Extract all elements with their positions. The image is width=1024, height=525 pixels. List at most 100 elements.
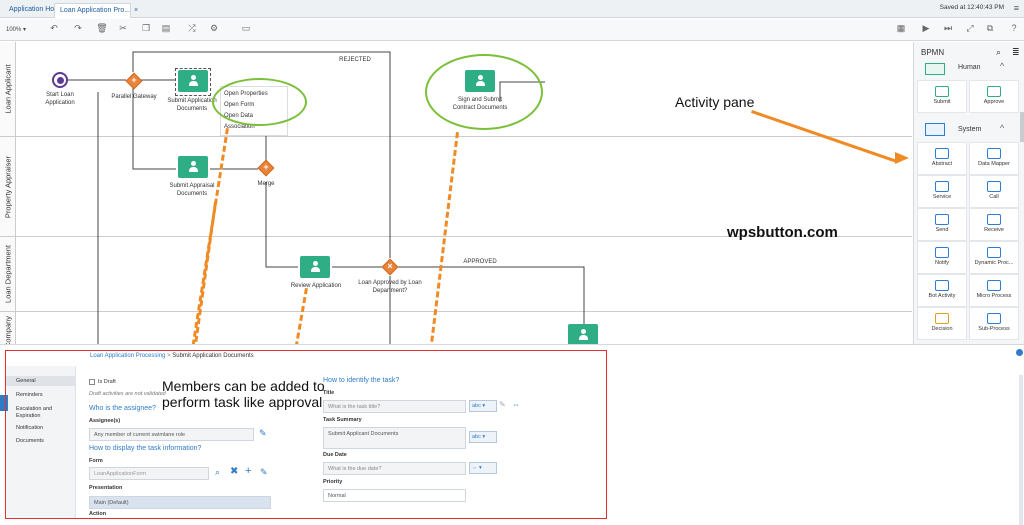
tab-application-home[interactable]: Application Home bbox=[9, 6, 64, 13]
process-canvas[interactable]: Loan Applicant Property Appraiser Loan D… bbox=[0, 42, 912, 344]
assignees-field[interactable]: Any member of current swimlane role bbox=[89, 428, 254, 441]
priority-select[interactable]: Normal bbox=[323, 489, 466, 502]
palette-item-bot-activity[interactable]: Bot Activity bbox=[917, 274, 967, 307]
due-type-button[interactable]: ⇔ ▾ bbox=[469, 462, 497, 474]
users-icon bbox=[310, 261, 320, 273]
palette-item-dynamic-proc[interactable]: Dynamic Proc... bbox=[969, 241, 1019, 274]
activity-icon bbox=[935, 181, 949, 192]
tab-bar: Application Home Loan Application Pro...… bbox=[0, 0, 1024, 18]
task-submit-appraisal[interactable] bbox=[178, 156, 208, 178]
list-icon[interactable]: ≣ bbox=[1012, 47, 1020, 57]
palette-item-data-mapper[interactable]: Data Mapper bbox=[969, 142, 1019, 175]
lane-loan-applicant: Loan Applicant bbox=[0, 42, 912, 137]
zoom-select[interactable]: 100% ▾ bbox=[6, 27, 27, 33]
task-company[interactable] bbox=[568, 324, 598, 344]
start-event[interactable] bbox=[52, 72, 68, 88]
summary-field[interactable]: Submit Applicant Documents bbox=[323, 427, 466, 449]
plus-icon: + bbox=[263, 162, 269, 172]
link-icon[interactable]: ⇔ bbox=[512, 400, 520, 409]
palette-item-label: Dynamic Proc... bbox=[974, 260, 1014, 266]
approved-label: APPROVED bbox=[463, 259, 497, 265]
title-label: Title bbox=[323, 390, 335, 396]
breadcrumb-task: Submit Application Documents bbox=[172, 353, 254, 359]
paste-icon[interactable]: ▤ bbox=[161, 23, 171, 33]
presentation-select[interactable]: Main (Default) bbox=[89, 496, 271, 509]
gear-icon[interactable]: ⚙ bbox=[209, 23, 219, 33]
close-icon[interactable]: × bbox=[134, 7, 139, 14]
task-submit-application[interactable] bbox=[178, 70, 208, 92]
copy-icon[interactable]: ❐ bbox=[141, 23, 151, 33]
image-icon[interactable]: ▭ bbox=[241, 23, 251, 33]
user-icon bbox=[188, 75, 198, 87]
review-label: Review Application bbox=[290, 283, 342, 289]
nav-reminders[interactable]: Reminders bbox=[16, 392, 43, 398]
palette-item-micro-process[interactable]: Micro Process bbox=[969, 274, 1019, 307]
decision-label: Loan Approved by Loan Department? bbox=[358, 280, 422, 294]
delete-icon[interactable]: 🗑 bbox=[96, 23, 108, 33]
palette-item-decision[interactable]: Decision bbox=[917, 307, 967, 340]
palette-item-submit[interactable]: Submit bbox=[917, 80, 967, 113]
tab-loan-application[interactable]: Loan Application Pro... × bbox=[54, 3, 138, 18]
title-format-button[interactable]: abc ▾ bbox=[469, 400, 497, 412]
nav-notification[interactable]: Notification bbox=[16, 425, 44, 431]
collapse-icon[interactable]: ^ bbox=[1000, 123, 1005, 133]
palette-item-label: Data Mapper bbox=[978, 161, 1010, 167]
collapse-icon[interactable]: ^ bbox=[1000, 61, 1005, 71]
cut-icon[interactable]: ✂ bbox=[119, 23, 127, 33]
redo-icon[interactable]: ↷ bbox=[74, 23, 82, 33]
side-handle[interactable] bbox=[0, 395, 8, 411]
palette-item-label: Micro Process bbox=[976, 293, 1012, 299]
summary-format-button[interactable]: abc ▾ bbox=[469, 431, 497, 443]
palette-item-service[interactable]: Service bbox=[917, 175, 967, 208]
activity-icon bbox=[935, 313, 949, 324]
remove-icon[interactable]: ✖ bbox=[230, 466, 239, 477]
activity-icon bbox=[935, 86, 949, 97]
search-icon[interactable]: ⌕ bbox=[215, 467, 221, 477]
nav-general[interactable]: General bbox=[6, 376, 76, 386]
activity-icon bbox=[987, 313, 1001, 324]
search-icon[interactable]: ⌕ bbox=[996, 47, 1002, 57]
palette-item-call[interactable]: Call bbox=[969, 175, 1019, 208]
task-review-application[interactable] bbox=[300, 256, 330, 278]
edit-icon[interactable]: ✎ bbox=[260, 467, 268, 477]
activity-icon bbox=[935, 280, 949, 291]
scrollbar[interactable] bbox=[1019, 375, 1023, 525]
info-icon[interactable] bbox=[1016, 349, 1023, 356]
title-field[interactable]: What is the task title? bbox=[323, 400, 466, 413]
undo-icon[interactable]: ↶ bbox=[50, 23, 58, 33]
expand-icon[interactable]: ⤢ bbox=[966, 23, 974, 33]
add-icon[interactable]: + bbox=[245, 465, 252, 477]
action-label: Action bbox=[89, 511, 107, 517]
activity-icon bbox=[935, 148, 949, 159]
menu-icon[interactable]: ≡ bbox=[1013, 3, 1019, 13]
activity-icon bbox=[987, 280, 1001, 291]
palette-item-sub-process[interactable]: Sub-Process bbox=[969, 307, 1019, 340]
activity-icon bbox=[935, 247, 949, 258]
grid-icon[interactable]: ▦ bbox=[896, 23, 906, 33]
nav-escalation[interactable]: Escalation and Expiration bbox=[16, 406, 53, 419]
shuffle-icon[interactable]: ⤮ bbox=[188, 23, 196, 33]
annotation-members: Members can be added to perform task lik… bbox=[162, 378, 325, 410]
lane-company: Company bbox=[0, 312, 912, 344]
edit-icon[interactable]: ✎ bbox=[259, 428, 267, 438]
help-icon[interactable]: ? bbox=[1011, 23, 1017, 33]
is-draft-checkbox[interactable] bbox=[89, 379, 95, 385]
breadcrumb-process[interactable]: Loan Application Processing bbox=[90, 353, 166, 359]
layers-icon[interactable]: ⧉ bbox=[986, 23, 994, 33]
edit-icon[interactable]: ✎ bbox=[499, 400, 506, 409]
activity-icon bbox=[987, 214, 1001, 225]
merge-label: Merge bbox=[257, 181, 275, 187]
palette-item-receive[interactable]: Receive bbox=[969, 208, 1019, 241]
palette-item-abstract[interactable]: Abstract bbox=[917, 142, 967, 175]
palette-item-notify[interactable]: Notify bbox=[917, 241, 967, 274]
play-icon[interactable]: ▶ bbox=[922, 23, 930, 33]
palette-item-approve[interactable]: Approve bbox=[969, 80, 1019, 113]
palette-item-send[interactable]: Send bbox=[917, 208, 967, 241]
due-field[interactable]: What is the due date? bbox=[323, 462, 466, 475]
form-field[interactable]: LoanApplicationForm bbox=[89, 467, 209, 480]
start-label: Start Loan Application bbox=[45, 92, 75, 106]
scrollbar[interactable] bbox=[1020, 112, 1024, 142]
nav-documents[interactable]: Documents bbox=[16, 438, 44, 444]
step-icon[interactable]: ⏭ bbox=[943, 23, 953, 33]
